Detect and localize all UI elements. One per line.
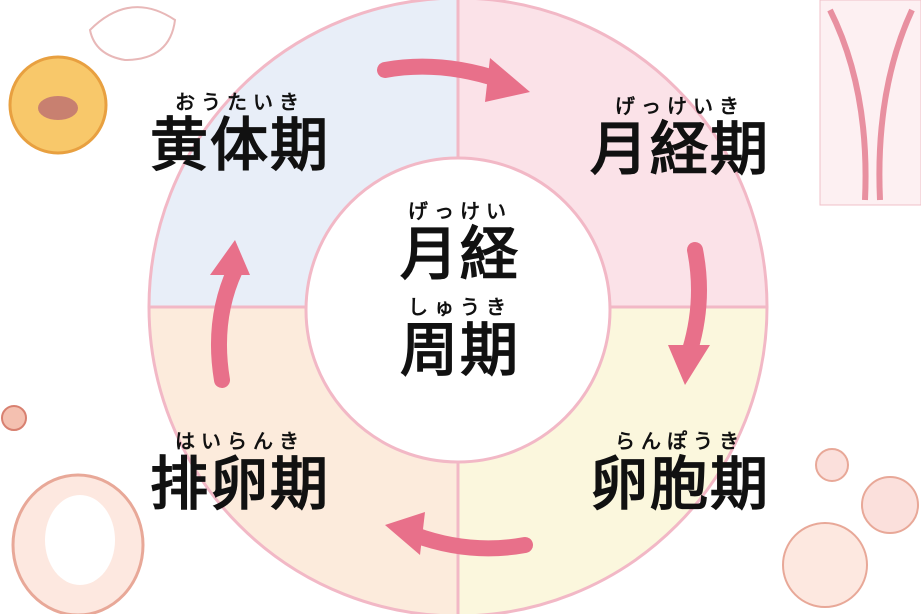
phase-ruby: おうたいき bbox=[175, 90, 305, 114]
center-title: げっけい 月経 しゅうき 周期 bbox=[340, 195, 580, 381]
arrowhead-bottom bbox=[385, 512, 425, 555]
arrow-right bbox=[682, 242, 707, 358]
center-ruby-2: しゅうき bbox=[408, 294, 512, 319]
arrowhead-left bbox=[210, 240, 250, 275]
phase-label: 月経期 bbox=[589, 115, 770, 183]
phase-ruby: らんぽうき bbox=[615, 429, 745, 453]
center-title-2: 周期 bbox=[399, 315, 520, 384]
phase-ruby: げっけいき bbox=[615, 94, 745, 118]
illustration-follicles-icon bbox=[782, 448, 919, 608]
phase-label: 黄体期 bbox=[149, 111, 330, 179]
illustration-ovulating-follicle-icon bbox=[1, 405, 145, 614]
phase-follicular: らんぽうき 卵胞期 bbox=[560, 425, 800, 515]
phase-label: 排卵期 bbox=[149, 450, 330, 518]
arrowhead-top bbox=[485, 58, 530, 102]
arrowhead-right bbox=[668, 345, 710, 385]
phase-luteal: おうたいき 黄体期 bbox=[120, 86, 360, 176]
phase-ruby: はいらんき bbox=[175, 429, 305, 453]
illustration-uterus-icon bbox=[819, 0, 921, 206]
illustration-corpus-luteum-icon bbox=[8, 55, 108, 155]
illustration-shell-icon bbox=[88, 6, 177, 62]
phase-label: 卵胞期 bbox=[589, 450, 770, 518]
center-title-1: 月経 bbox=[399, 220, 520, 288]
arrow-left bbox=[211, 262, 243, 388]
center-ruby-1: げっけい bbox=[408, 199, 512, 223]
phase-menstrual: げっけいき 月経期 bbox=[560, 90, 800, 180]
arrow-bottom bbox=[407, 527, 533, 557]
phase-ovulation: はいらんき 排卵期 bbox=[120, 425, 360, 515]
center-circle bbox=[304, 156, 612, 464]
arrow-top bbox=[377, 58, 508, 88]
